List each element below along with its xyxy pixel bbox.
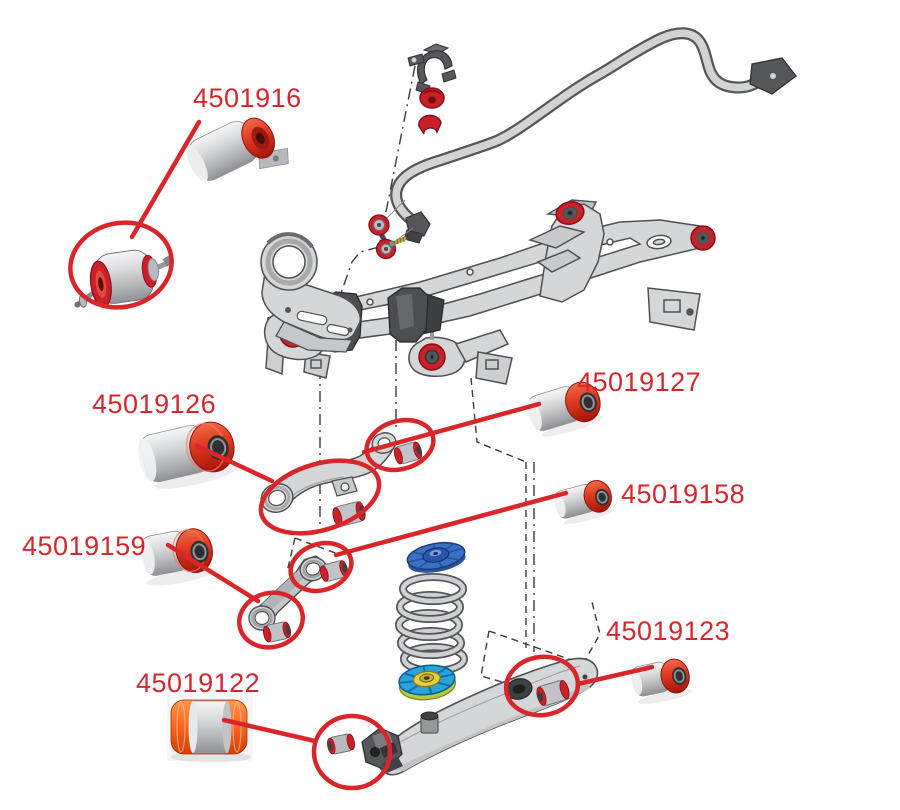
part-label-45019159: 45019159 bbox=[22, 531, 147, 561]
rear-subframe bbox=[263, 199, 716, 385]
callout-circle-45019126 bbox=[258, 458, 382, 536]
trailing-arm-bushing bbox=[74, 249, 174, 308]
sway-bar-clamp bbox=[407, 43, 457, 95]
part-photo-45019122 bbox=[167, 695, 253, 763]
part-label-45019158: 45019158 bbox=[621, 479, 746, 509]
part-photo-45019126 bbox=[137, 421, 238, 489]
sway-bar-end-bracket bbox=[749, 57, 797, 95]
part-label-45019126: 45019126 bbox=[92, 389, 217, 419]
toe-link-inner-bushing bbox=[263, 621, 291, 643]
callout-line-45019159 bbox=[165, 542, 261, 604]
lower-spring-isolator bbox=[398, 664, 456, 701]
callout-line-45019158 bbox=[333, 490, 569, 558]
part-photo-4501916 bbox=[186, 117, 289, 182]
coil-spring bbox=[395, 573, 468, 675]
callout-line-45019123 bbox=[575, 664, 655, 687]
sway-bar-bushing-half bbox=[418, 114, 442, 135]
lower-control-arm bbox=[327, 657, 599, 776]
callout-line-45019127 bbox=[361, 401, 542, 455]
part-photo-45019158 bbox=[554, 479, 614, 525]
part-photo-45019159 bbox=[140, 528, 218, 586]
part-label-45019123: 45019123 bbox=[606, 616, 731, 646]
trailing-arm bbox=[260, 232, 362, 353]
lower-arm-front-bushing bbox=[327, 733, 355, 755]
callout-line-45019126 bbox=[194, 443, 275, 484]
lower-arm-rear-bushing bbox=[536, 680, 570, 706]
part-label-45019127: 45019127 bbox=[577, 367, 702, 397]
callout-annotations bbox=[68, 119, 655, 791]
callout-circle-45019123 bbox=[503, 654, 581, 718]
part-photo-45019123 bbox=[630, 658, 693, 704]
subframe-front-bushing-center bbox=[418, 343, 446, 371]
upper-arm-outer-bushing bbox=[393, 441, 423, 465]
part-label-4501916: 4501916 bbox=[193, 83, 302, 113]
sway-bar bbox=[390, 27, 797, 244]
subframe-rear-bushing-top bbox=[555, 201, 585, 225]
callout-circle-45019127 bbox=[364, 417, 436, 473]
callout-circle-4501916 bbox=[68, 220, 174, 310]
callout-circle-45019159 bbox=[237, 590, 305, 650]
subframe-mount-bracket-center bbox=[387, 287, 445, 343]
toe-link-outer-bushing bbox=[319, 560, 349, 582]
lower-arm-clevis bbox=[361, 727, 403, 773]
sway-bar-lower-end bbox=[403, 211, 431, 244]
sway-bar-bushing bbox=[419, 87, 445, 109]
callout-circle-45019158 bbox=[288, 540, 354, 594]
toe-link bbox=[248, 555, 349, 643]
callout-line-45019122 bbox=[221, 717, 318, 744]
part-label-45019122: 45019122 bbox=[136, 668, 261, 698]
subframe-rear-bushing-right bbox=[690, 225, 716, 251]
stabilizer-end-link bbox=[368, 199, 414, 260]
callout-circle-45019122 bbox=[311, 713, 393, 791]
callout-line-4501916 bbox=[129, 119, 202, 240]
upper-spring-seat bbox=[406, 541, 466, 573]
